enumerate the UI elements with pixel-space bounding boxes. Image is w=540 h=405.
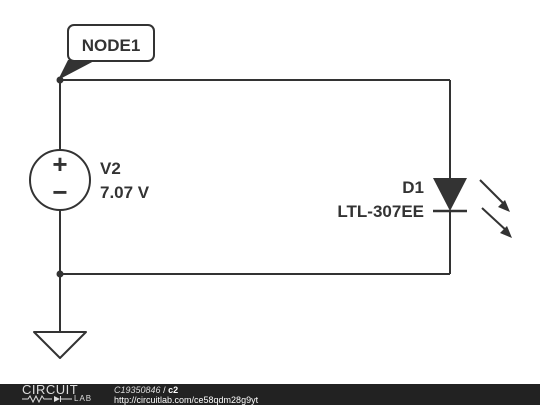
voltage-source-v2[interactable]: + − xyxy=(29,149,91,211)
source-minus-sign: − xyxy=(52,177,67,207)
source-name-label: V2 xyxy=(100,159,121,178)
circuit-id-separator: / xyxy=(163,385,166,395)
junction-dot-ground xyxy=(56,270,64,278)
circuit-id: C19350846 xyxy=(114,385,161,395)
source-value-label: 7.07 V xyxy=(100,183,150,202)
logo-text-lab: LAB xyxy=(74,394,93,403)
footer-bar: CIRCUIT LAB C19350846 / c2 http://circui… xyxy=(0,382,540,405)
circuit-name: c2 xyxy=(168,385,179,395)
node-label-text: NODE1 xyxy=(82,36,141,55)
logo-resistor-icon xyxy=(22,395,72,403)
voltage-source-circle xyxy=(29,149,91,211)
junction-dot-node1 xyxy=(56,76,64,84)
ground-symbol-icon[interactable] xyxy=(33,331,87,359)
wires xyxy=(59,79,451,332)
diode-name-label: D1 xyxy=(402,178,424,197)
diode-triangle-icon xyxy=(433,178,467,211)
node-label-pointer xyxy=(58,60,96,80)
node-label[interactable]: NODE1 xyxy=(58,24,155,80)
led-emission-arrows-icon xyxy=(479,179,512,238)
circuit-meta: C19350846 / c2 http://circuitlab.com/ce5… xyxy=(114,385,258,405)
logo-text-circuit: CIRCUIT xyxy=(22,382,79,397)
circuit-url[interactable]: http://circuitlab.com/ce58qdm28g9yt xyxy=(114,395,259,405)
source-plus-sign: + xyxy=(52,149,67,179)
diode-part-label: LTL-307EE xyxy=(337,202,424,221)
schematic-canvas: NODE1 + − V2 7.07 V D1 LTL-307EE xyxy=(29,24,512,359)
node-label-box xyxy=(67,24,155,62)
circuitlab-logo[interactable]: CIRCUIT LAB xyxy=(22,382,112,405)
circuit-id-line: C19350846 / c2 xyxy=(114,385,258,395)
led-d1[interactable] xyxy=(433,178,512,238)
